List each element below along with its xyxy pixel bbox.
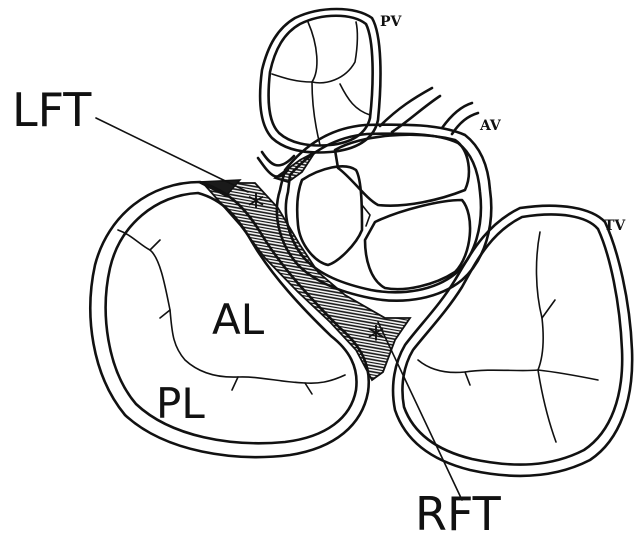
label-lft: LFT [12,83,92,137]
rft-asterisk-marker: * [368,319,385,359]
label-tv: TV [604,218,626,234]
label-pl: PL [156,379,205,428]
rft-leader-line [378,322,462,500]
label-pv: PV [380,14,403,30]
pulmonary-valve [260,9,380,152]
lft-leader-line [96,118,248,192]
label-rft: RFT [415,487,502,535]
lft-asterisk-marker: * [248,187,265,227]
label-av: AV [479,118,502,134]
tricuspid-valve [393,206,632,476]
label-al: AL [212,295,265,344]
